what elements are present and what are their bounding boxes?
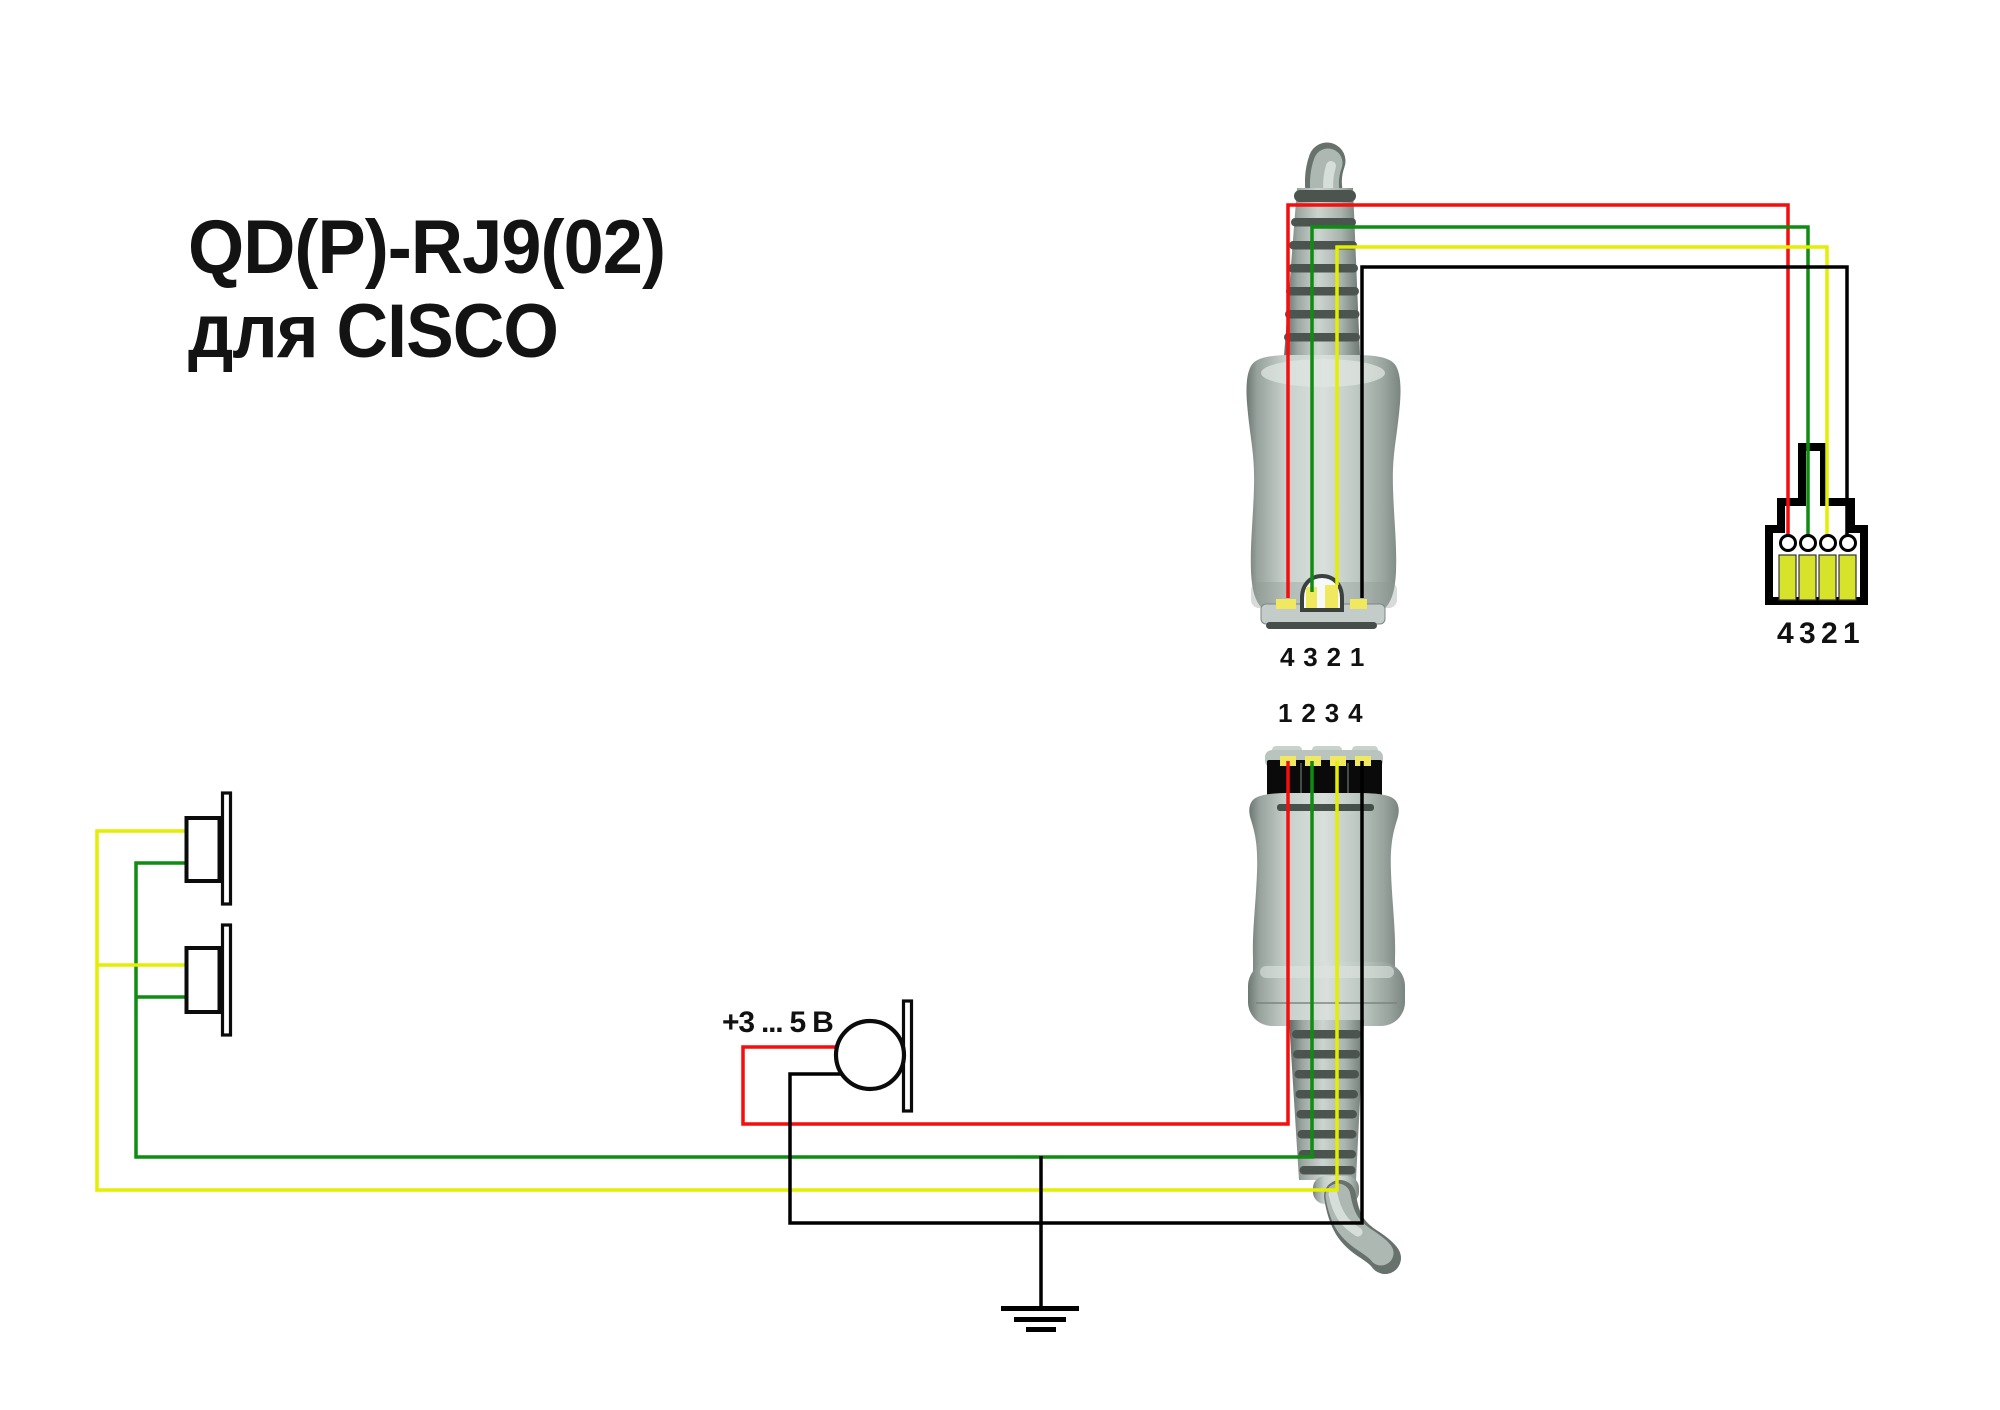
microphone-capsule xyxy=(833,1018,907,1092)
speaker-1-body xyxy=(184,816,222,883)
ground-bar-3 xyxy=(1026,1327,1056,1332)
qd-bottom-mating-face xyxy=(1267,760,1382,798)
ground-symbol xyxy=(1001,1156,1079,1332)
ground-bar-2 xyxy=(1014,1317,1066,1322)
rj9-wire-entries xyxy=(1779,534,1857,552)
qd-bottom-slot xyxy=(1277,804,1374,811)
wire-black-bottom xyxy=(788,761,1364,1225)
qd-bottom-body xyxy=(1249,793,1399,990)
wire-green-top xyxy=(1310,225,1810,592)
wires xyxy=(95,203,1849,1225)
microphone-symbol xyxy=(833,999,914,1113)
qd-bottom-ribs-base xyxy=(1289,1020,1364,1180)
qd-top-rib-bands xyxy=(1284,190,1360,342)
rj9-pin-numbers: 4 3 2 1 xyxy=(1777,617,1860,650)
rj9-connector xyxy=(1765,443,1868,605)
wire-yellow-bottom xyxy=(95,761,1339,1192)
qd-plug-bottom xyxy=(1248,746,1405,1274)
rj9-pins xyxy=(1778,554,1857,601)
qd-bottom-pin-numbers: 1 2 3 4 xyxy=(1278,698,1364,728)
speaker-1-baffle xyxy=(220,791,233,906)
page-title-line2: для CISCO xyxy=(188,289,559,374)
speaker-2-baffle xyxy=(220,923,233,1037)
wire-yellow-top xyxy=(1335,245,1829,585)
qd-bottom-collar-highlight xyxy=(1260,966,1394,978)
page-title-line1: QD(P)-RJ9(02) xyxy=(188,205,666,290)
qd-top-base-edge xyxy=(1266,622,1377,629)
wire-green-bottom xyxy=(134,761,1314,1159)
wire-red-bottom xyxy=(741,761,1290,1126)
qd-top-pin-numbers: 4 3 2 1 xyxy=(1280,642,1366,672)
speakers xyxy=(184,791,233,1037)
ground-bar-1 xyxy=(1001,1306,1079,1311)
wire-black-top xyxy=(1360,265,1849,598)
qd-bottom-cable-highlight xyxy=(1328,1189,1363,1237)
mic-voltage-label: +3 ... 5 В xyxy=(722,1006,834,1039)
qd-top-body-highlight xyxy=(1261,359,1385,387)
wire-red-top xyxy=(1286,203,1790,598)
speaker-2-body xyxy=(184,946,222,1014)
qd-top-contacts xyxy=(1276,585,1367,609)
qd-top-body xyxy=(1246,355,1401,612)
qd-plug-top xyxy=(1246,142,1401,629)
